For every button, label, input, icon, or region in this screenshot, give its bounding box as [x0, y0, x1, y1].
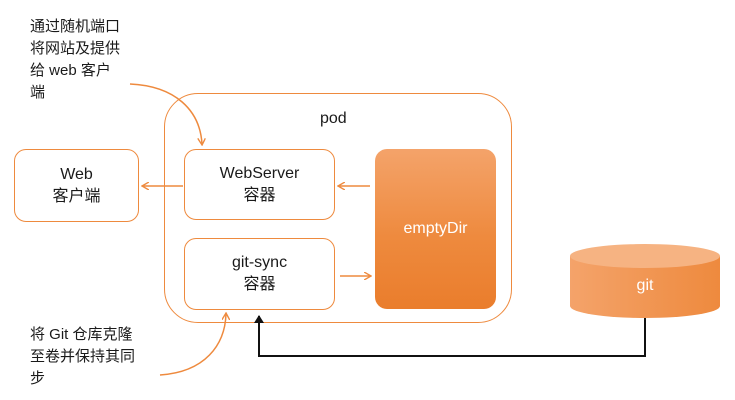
top-annotation-arrow	[129, 83, 202, 144]
git-sync-subtitle: 容器	[243, 276, 276, 293]
empty-dir-volume: emptyDir	[375, 149, 496, 309]
bottom-annotation-line: 将 Git 仓库克隆	[30, 326, 133, 343]
empty-dir-label: emptyDir	[403, 220, 468, 237]
git-sync-container-box: git-sync 容器	[184, 238, 335, 310]
git-repository-cylinder	[570, 244, 720, 318]
web-client-box: Web 客户端	[14, 149, 139, 222]
pod-container	[164, 93, 512, 323]
bottom-annotation-line: 步	[30, 370, 46, 387]
top-annotation-line: 通过随机端口	[30, 18, 121, 35]
bottom-annotation-arrow	[159, 314, 226, 376]
bottom-annotation-line: 至卷并保持其同	[30, 348, 136, 365]
pod-label: pod	[320, 110, 347, 127]
top-annotation-line: 将网站及提供	[30, 40, 121, 57]
webserver-container-box: WebServer 容器	[184, 149, 335, 220]
webserver-subtitle: 容器	[243, 186, 276, 204]
git-sync-title: git-sync	[231, 254, 288, 271]
top-annotation: 通过随机端口 将网站及提供 给 web 客户 端	[30, 16, 120, 104]
git-repository-label: git	[636, 277, 654, 294]
web-client-title: Web	[60, 165, 93, 183]
web-client-subtitle: 客户端	[52, 187, 101, 205]
webserver-title: WebServer	[219, 164, 300, 182]
top-annotation-line: 端	[30, 84, 46, 101]
top-annotation-line: 给 web 客户	[30, 62, 111, 79]
git-to-gitsync-arrow	[254, 315, 646, 357]
bottom-annotation: 将 Git 仓库克隆 至卷并保持其同 步	[30, 324, 135, 390]
